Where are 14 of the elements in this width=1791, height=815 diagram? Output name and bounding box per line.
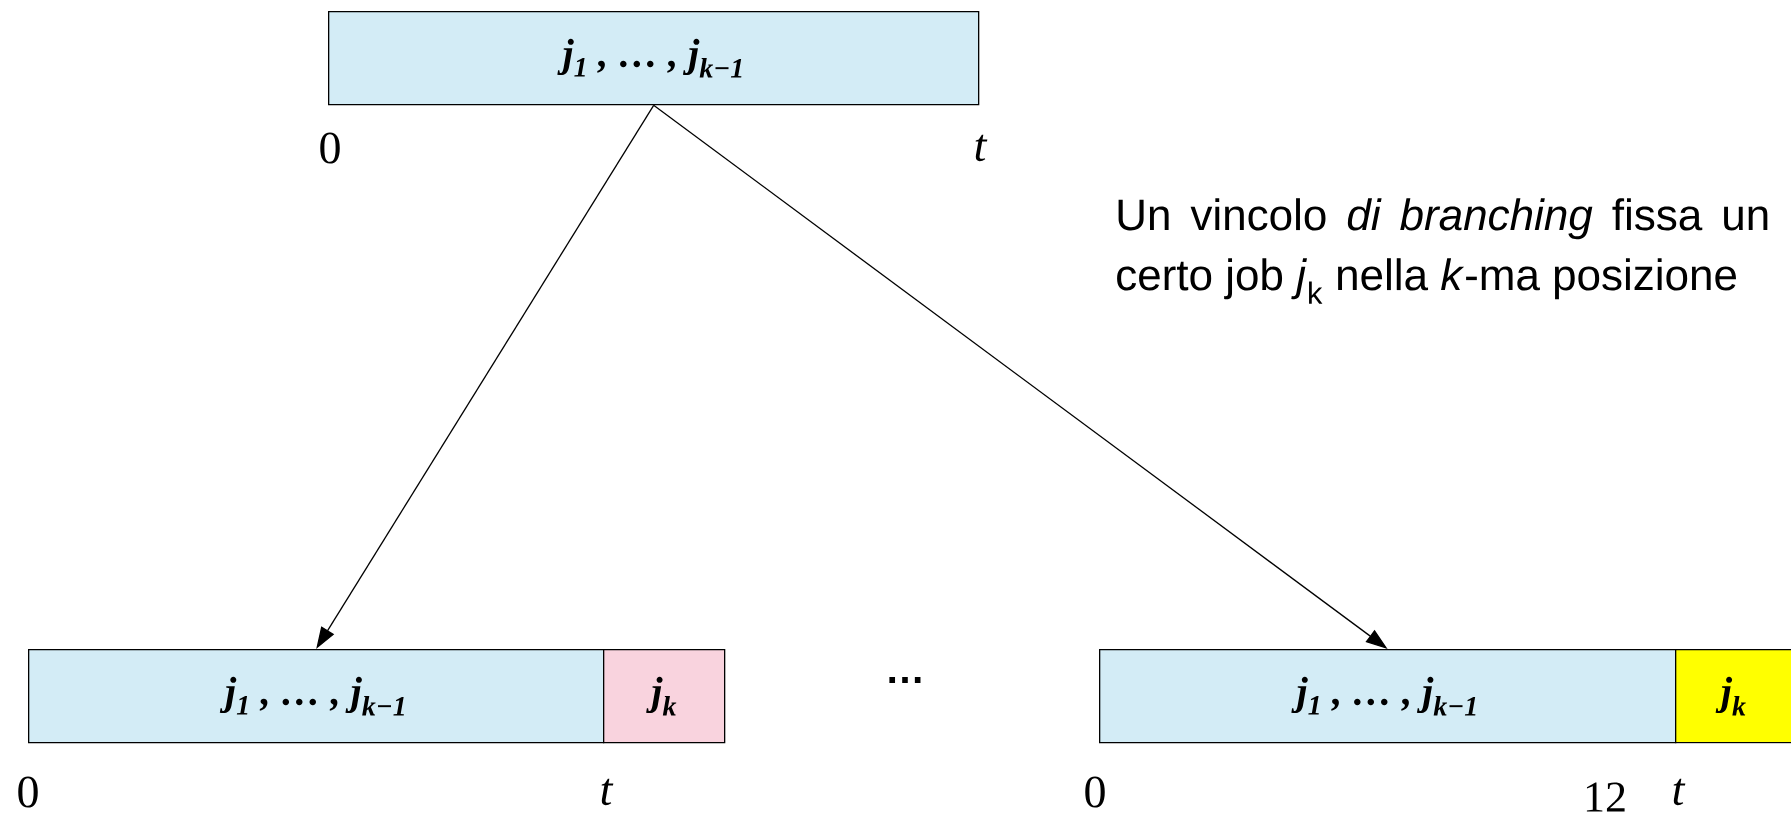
axis-label: 0: [1085, 776, 1105, 808]
job-bar: j$_{1}$ , … , j$_{k−1}$: [1099, 649, 1677, 744]
job-bar: j$_{k}$: [603, 649, 726, 744]
job-bar: j$_{1}$ , … , j$_{k−1}$: [328, 11, 980, 106]
ellipsis: …: [889, 677, 921, 683]
page-number: 12: [1586, 782, 1625, 812]
axis-label: t: [601, 778, 614, 806]
axis-label: t: [1673, 778, 1686, 806]
job-bar: j$_{k}$: [1675, 649, 1791, 744]
axis-label: 0: [18, 776, 38, 808]
axis-label: t: [975, 134, 988, 162]
axis-label: 0: [320, 132, 340, 164]
note-text: Un vincolo di branching fissa un certo job j$_{k}$ nella k-ma posizione: [1117, 198, 1768, 304]
job-bar: j$_{1}$ , … , j$_{k−1}$: [28, 649, 605, 744]
